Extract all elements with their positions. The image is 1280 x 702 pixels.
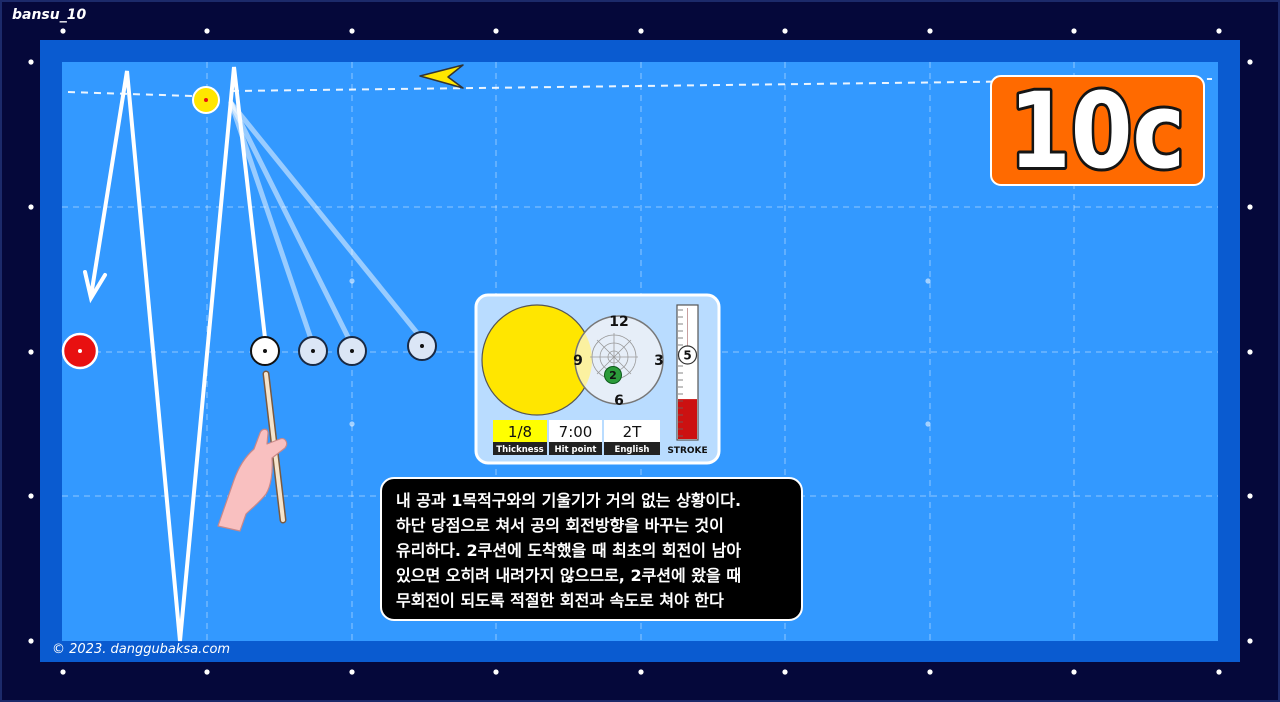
stat-hit-point: 7:00 Hit point [549, 420, 602, 455]
diamond-dot [1247, 349, 1253, 355]
badge-label: 10c [1009, 70, 1185, 192]
diamond-dot [204, 28, 210, 34]
diamond-dot [927, 28, 933, 34]
diamond-dot [927, 669, 933, 675]
cloth-spot-markers [349, 278, 931, 427]
cue-ball-path [89, 66, 267, 642]
stroke-level-marker [677, 345, 698, 365]
cloth-spot [349, 421, 355, 427]
ghost-ball-center-dot [350, 349, 354, 353]
clock-label-3: 3 [654, 353, 664, 369]
alternative-path-2 [228, 100, 352, 342]
diamond-dot [60, 669, 66, 675]
chevron-left-icon [419, 64, 464, 89]
diamond-dot [60, 28, 66, 34]
clock-label-12: 12 [609, 314, 628, 330]
clock-label-6: 6 [614, 393, 624, 409]
diamond-markers [28, 28, 1253, 675]
stat-label: Thickness [496, 445, 543, 455]
diamond-dot [638, 669, 644, 675]
diamond-dot [493, 28, 499, 34]
stat-label: English [615, 445, 650, 455]
stat-label-box [493, 442, 547, 455]
ghost-ball-2 [337, 336, 367, 366]
cue-ball [250, 336, 280, 366]
diamond-dot [28, 349, 34, 355]
diamond-dot [1247, 204, 1253, 210]
diamond-dot [1247, 493, 1253, 499]
yellow-ball [192, 86, 220, 114]
copyright-text: © 2023. danggubaksa.com [52, 642, 231, 657]
tip-marker-label: 2 [609, 369, 617, 382]
cue-ball-center-dot [263, 349, 267, 353]
hand-icon [217, 428, 288, 532]
diamond-dot [1071, 28, 1077, 34]
stroke-level-value: 5 [683, 349, 691, 363]
diamond-dot [493, 669, 499, 675]
shot-info-panel: 12 3 6 9 2 5 STROKE 1/8 Thickness [474, 293, 721, 465]
description-line: 유리하다. 2쿠션에 도착했을 때 최초의 회전이 남아 [396, 541, 742, 560]
badge-background [990, 75, 1205, 186]
crosshair-icon [590, 333, 638, 381]
stat-value-box [604, 420, 660, 442]
stat-label-box [604, 442, 660, 455]
page-title: bansu_10 [12, 7, 87, 23]
ghost-ball-center-dot [311, 349, 315, 353]
description-box: 내 공과 1목적구와의 기울기가 거의 없는 상황이다. 하단 당점으로 쳐서 … [380, 477, 803, 621]
diamond-dot [638, 28, 644, 34]
ghost-ball-1 [298, 336, 328, 366]
stroke-gauge-fill [678, 399, 697, 439]
stat-value: 2T [623, 423, 643, 441]
red-ball [61, 332, 99, 370]
crosshair-line [596, 339, 632, 375]
stat-english: 2T English [604, 420, 660, 455]
diamond-dot [1247, 638, 1253, 644]
diamond-dot [1071, 669, 1077, 675]
tip-marker [604, 366, 622, 384]
diamond-dot [349, 28, 355, 34]
cloth-spot [925, 278, 931, 284]
description-line: 내 공과 1목적구와의 기울기가 거의 없는 상황이다. [396, 491, 742, 510]
diamond-dot [1216, 669, 1222, 675]
diamond-dot [28, 59, 34, 65]
red-ball-center-dot [78, 349, 82, 353]
diamond-dot [782, 669, 788, 675]
stroke-label: STROKE [667, 446, 707, 456]
stat-value: 1/8 [508, 423, 532, 441]
diamond-dot [1216, 28, 1222, 34]
diamond-dot [28, 638, 34, 644]
diamond-dot [204, 669, 210, 675]
stat-thickness: 1/8 Thickness [493, 420, 547, 455]
clock-label-9: 9 [573, 353, 583, 369]
diamond-dot [28, 493, 34, 499]
path-arrowhead [83, 270, 107, 304]
ghost-ball-center-dot [420, 344, 424, 348]
stroke-gauge: 5 STROKE [667, 304, 708, 456]
shot-id-badge: 10c [990, 67, 1205, 195]
description-line: 하단 당점으로 쳐서 공의 회전방향을 바꾸는 것이 [396, 516, 724, 535]
stat-label-box [549, 442, 602, 455]
stat-value: 7:00 [559, 423, 593, 441]
stat-value-box [549, 420, 602, 442]
diamond-dot [782, 28, 788, 34]
cue-ball-tip-outline [574, 315, 664, 405]
stat-label: Hit point [554, 445, 596, 455]
stat-value-box [493, 420, 547, 442]
cloth-spot [349, 278, 355, 284]
diamond-dot [28, 204, 34, 210]
yellow-ball-center-dot [204, 98, 208, 102]
description-line: 무회전이 되도록 적절한 회전과 속도로 쳐야 한다 [396, 591, 724, 610]
description-line: 있으면 오히려 내려가지 않으므로, 2쿠션에 왔을 때 [396, 566, 742, 585]
alternative-path-3 [228, 100, 421, 337]
diamond-dot [349, 669, 355, 675]
cloth-spot [925, 421, 931, 427]
diamond-dot [1247, 59, 1253, 65]
ghost-ball-3 [407, 331, 437, 361]
